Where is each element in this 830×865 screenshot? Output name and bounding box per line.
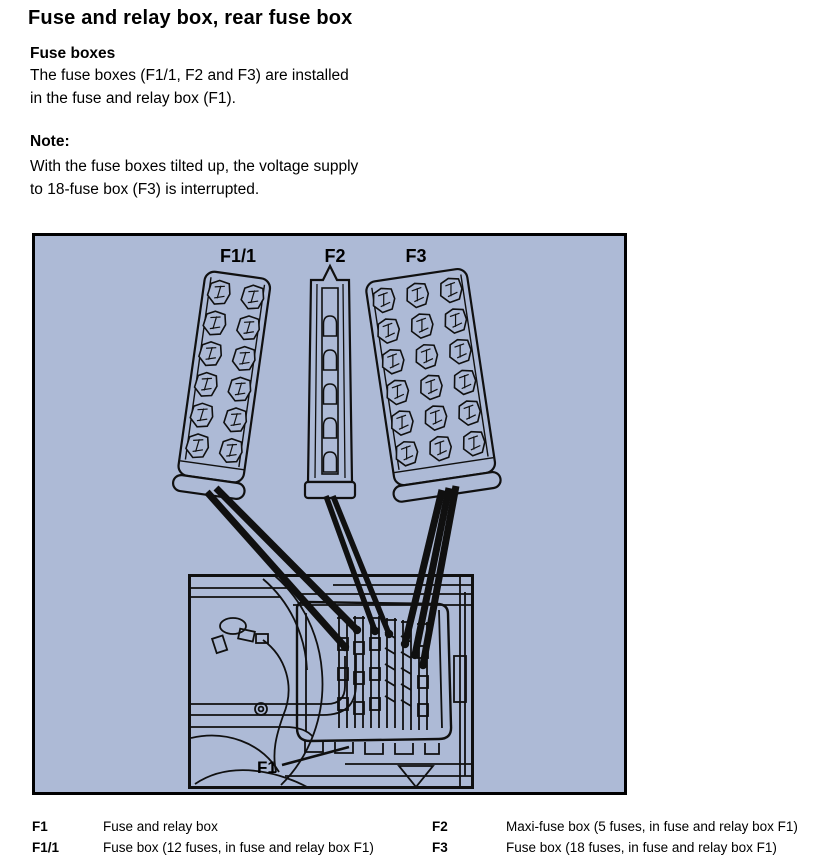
legend-desc-f2: Maxi-fuse box (5 fuses, in fuse and rela… (506, 819, 798, 834)
note-paragraph: With the fuse boxes tilted up, the volta… (30, 155, 358, 201)
legend-row-2: F1/1 Fuse box (12 fuses, in fuse and rel… (0, 840, 830, 861)
legend-desc-f1: Fuse and relay box (103, 819, 218, 834)
legend-key-f11: F1/1 (32, 840, 60, 855)
legend-desc-f11: Fuse box (12 fuses, in fuse and relay bo… (103, 840, 374, 855)
engine-bay-lineart (191, 577, 471, 786)
engine-bay-inset (188, 574, 474, 789)
fuse-box-f11-illustration (171, 270, 272, 501)
label-f11: F1/1 (220, 246, 256, 266)
note-heading: Note: (30, 133, 70, 150)
section-line-1: The fuse boxes (F1/1, F2 and F3) are ins… (30, 67, 349, 84)
f1-callout: F1 (257, 745, 350, 777)
legend-row-1: F1 Fuse and relay box F2 Maxi-fuse box (… (0, 819, 830, 840)
note-line-2: to 18-fuse box (F3) is interrupted. (30, 181, 260, 198)
section-heading: Fuse boxes (30, 45, 116, 62)
legend-key-f1: F1 (32, 819, 48, 834)
label-f1: F1 (257, 758, 277, 777)
label-f2: F2 (324, 246, 345, 266)
diagram-panel: F1/1 F2 F3 (32, 233, 627, 795)
legend-desc-f3: Fuse box (18 fuses, in fuse and relay bo… (506, 840, 777, 855)
legend-key-f3: F3 (432, 840, 448, 855)
legend-key-f2: F2 (432, 819, 448, 834)
fuse-box-diagram: F1/1 F2 F3 (171, 246, 502, 789)
section-paragraph: The fuse boxes (F1/1, F2 and F3) are ins… (30, 64, 349, 110)
section-line-2: in the fuse and relay box (F1). (30, 90, 236, 107)
label-f3: F3 (405, 246, 426, 266)
pointer-dots (340, 625, 428, 670)
maxi-fuse-box-f2-illustration (303, 263, 357, 500)
page-title: Fuse and relay box, rear fuse box (28, 7, 353, 29)
pointer-lines (204, 485, 460, 666)
note-line-1: With the fuse boxes tilted up, the volta… (30, 158, 359, 175)
fuse-box-f3-illustration (365, 267, 502, 503)
